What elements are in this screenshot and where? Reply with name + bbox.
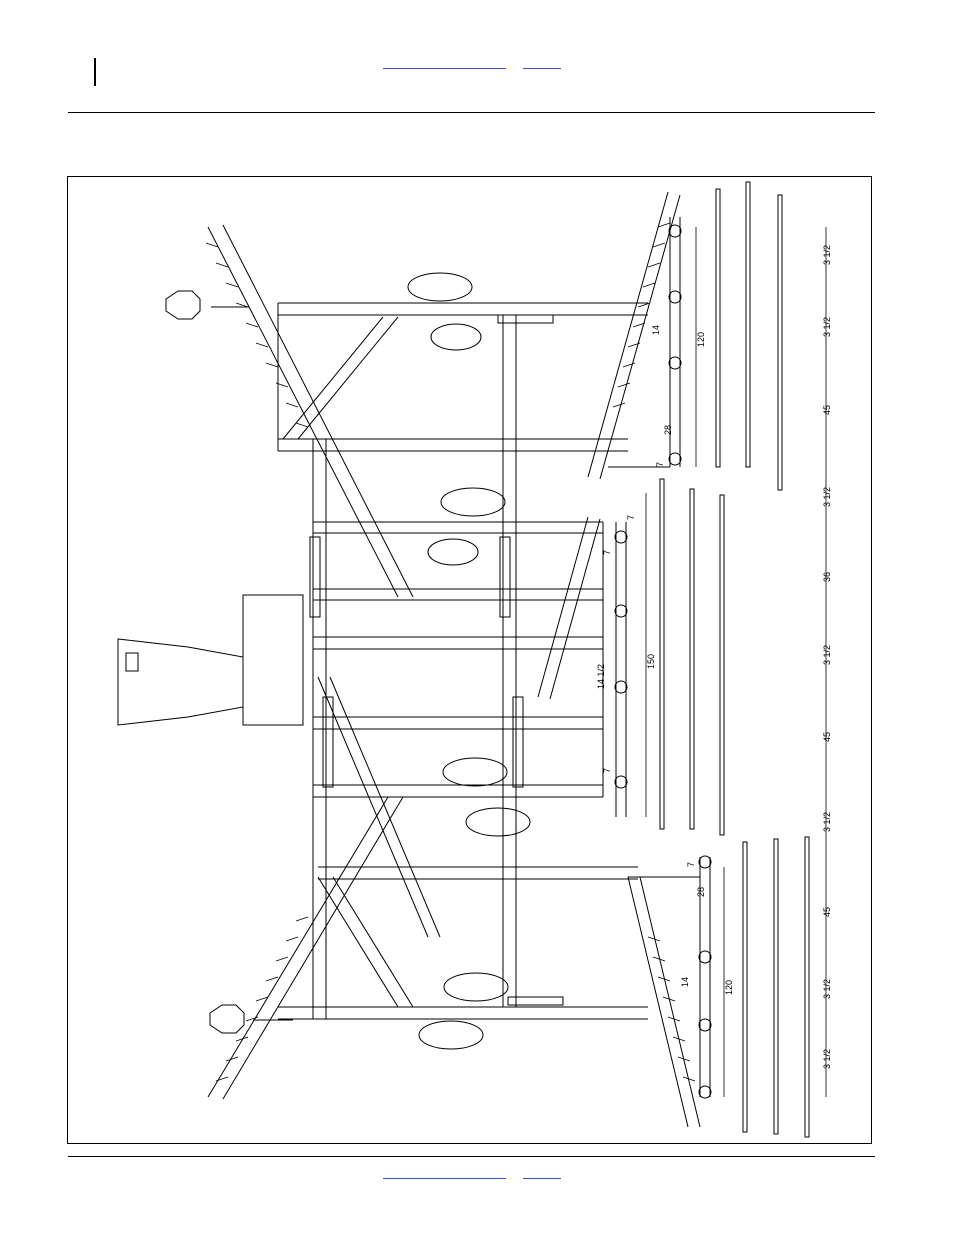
dim-right-10: 3 1/2	[822, 979, 832, 999]
gang-upper-left	[208, 227, 398, 597]
wheel-8	[419, 1021, 483, 1049]
cylinder-4	[513, 697, 523, 787]
hitch-frame	[243, 595, 303, 725]
figure-frame: 3 1/2 3 1/2 45 3 1/2 36 3 1/2 45 3 1/2 4…	[67, 176, 872, 1144]
cylinder-1	[310, 537, 320, 617]
dim-upper-2: 14	[651, 325, 661, 335]
dim-lower-3: 14	[680, 977, 690, 987]
dim-center-1: 7	[626, 515, 636, 520]
gauge-wheel-lower	[210, 1005, 244, 1033]
header-margin-bar	[94, 58, 96, 86]
dim-lower-4: 120	[724, 980, 734, 995]
dim-upper-1: 120	[696, 332, 706, 347]
footer-rule	[68, 1156, 875, 1157]
wheel-2	[431, 324, 481, 350]
dim-lower-1: 7	[686, 862, 696, 867]
dim-center-3: 150	[646, 654, 656, 669]
wheel-7	[444, 973, 508, 1001]
dim-right-4: 3 1/2	[822, 487, 832, 507]
dim-right-3: 45	[822, 405, 832, 415]
hitch-plate	[126, 653, 138, 671]
gang-center-left	[318, 677, 428, 937]
footer-link-2[interactable]	[523, 1168, 561, 1179]
dim-right-9: 45	[822, 907, 832, 917]
gauge-wheel-upper	[166, 291, 200, 319]
dim-right-1: 3 1/2	[822, 245, 832, 265]
wheel-6	[466, 808, 530, 836]
dim-center-4: 14 1/2	[596, 664, 606, 689]
cylinder-5	[498, 315, 553, 323]
dim-lower-2: 28	[696, 887, 706, 897]
dim-right-5: 36	[822, 572, 832, 582]
wheel-4	[428, 539, 478, 565]
gang-lower-right	[628, 877, 688, 1127]
hitch-tongue	[118, 639, 243, 725]
footer-link-1[interactable]	[383, 1168, 506, 1179]
dim-right-7: 45	[822, 732, 832, 742]
dim-right-2: 3 1/2	[822, 317, 832, 337]
implement-top-view-drawing: 3 1/2 3 1/2 45 3 1/2 36 3 1/2 45 3 1/2 4…	[68, 177, 871, 1143]
dim-upper-3: 28	[663, 425, 673, 435]
dim-right-6: 3 1/2	[822, 645, 832, 665]
cylinder-2	[500, 537, 510, 617]
wheel-1	[408, 273, 472, 301]
dim-right-11: 3 1/2	[822, 1049, 832, 1069]
cylinder-3	[323, 697, 333, 787]
dim-center-5: 7	[602, 768, 612, 773]
gang-center-right	[538, 517, 588, 697]
dim-upper-4: 7	[655, 462, 665, 467]
header-link-2[interactable]	[523, 58, 561, 69]
dim-center-2: 7	[602, 550, 612, 555]
dim-right-8: 3 1/2	[822, 812, 832, 832]
wheel-3	[441, 488, 505, 516]
wheel-5	[443, 758, 507, 786]
header-link-1[interactable]	[383, 58, 506, 69]
header-rule	[68, 112, 875, 113]
